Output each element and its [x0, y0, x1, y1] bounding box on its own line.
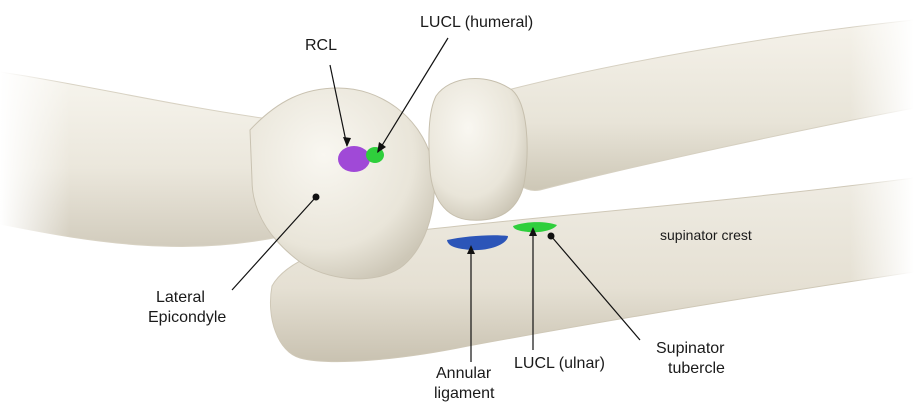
rcl-footprint: [338, 146, 370, 172]
radial-head: [429, 79, 527, 221]
right-edge-fade: [850, 0, 914, 300]
rcl-label: RCL: [305, 37, 337, 54]
lateral-epicondyle-region: [250, 88, 434, 279]
supinator-tubercle-label-line2: tubercle: [668, 360, 725, 377]
lucl-ulnar-label: LUCL (ulnar): [514, 355, 605, 372]
lateral-epicondyle-label-line1: Lateral: [156, 289, 205, 306]
supinator-tubercle-label-line1: Supinator: [656, 340, 725, 357]
annular-ligament-label-line1: Annular: [436, 365, 492, 382]
supinator-tubercle-point: [548, 233, 555, 240]
lateral-epicondyle-point: [313, 194, 320, 201]
left-edge-fade: [0, 40, 70, 250]
annular-ligament-label-line2: ligament: [434, 385, 495, 402]
lucl-humeral-label: LUCL (humeral): [420, 14, 533, 31]
lateral-epicondyle-label-line2: Epicondyle: [148, 309, 226, 326]
supinator-crest-label: supinator crest: [660, 227, 752, 243]
